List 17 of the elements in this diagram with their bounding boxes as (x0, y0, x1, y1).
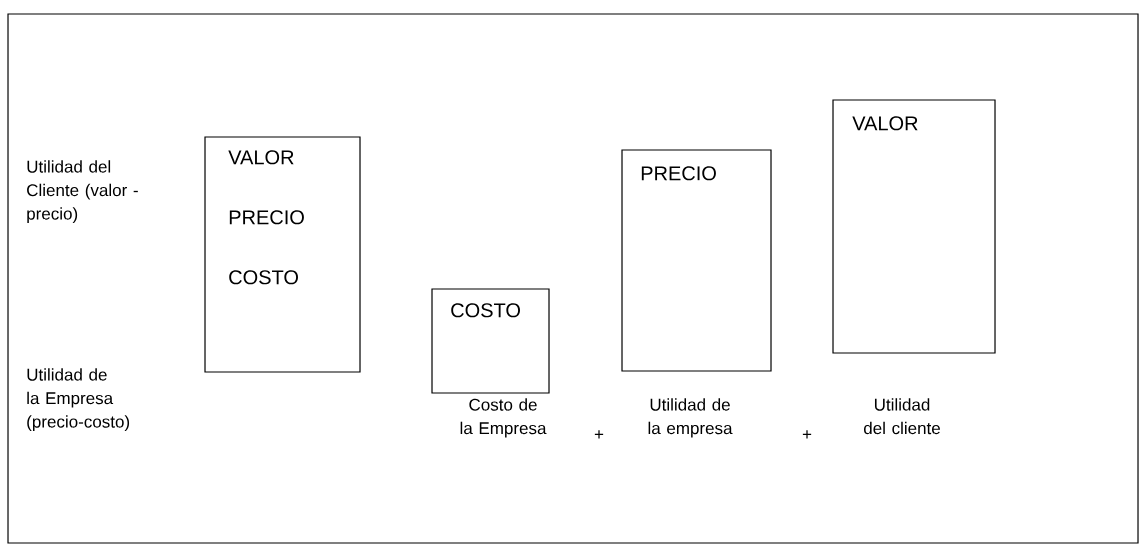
bar-box (832, 99, 996, 354)
bar-box (431, 288, 550, 394)
box-label: VALOR (228, 150, 294, 165)
box-label: COSTO (229, 270, 298, 285)
bar-box (204, 136, 361, 373)
box-label: PRECIO (641, 166, 716, 181)
plus-sign: + (594, 430, 604, 439)
caption-text: Costo de la Empresa (460, 398, 547, 438)
plus-sign: + (802, 430, 812, 439)
box-label: PRECIO (229, 210, 304, 225)
caption-text: Utilidad del cliente (864, 398, 940, 435)
box-label: COSTO (451, 303, 520, 318)
side-label: Utilidad del Cliente (valor - precio) (27, 160, 138, 224)
caption-text: Utilidad de la empresa (648, 398, 733, 438)
box-label: VALOR (852, 116, 918, 131)
side-label: Utilidad de la Empresa (precio-costo) (27, 368, 130, 432)
bar-box (621, 149, 772, 372)
